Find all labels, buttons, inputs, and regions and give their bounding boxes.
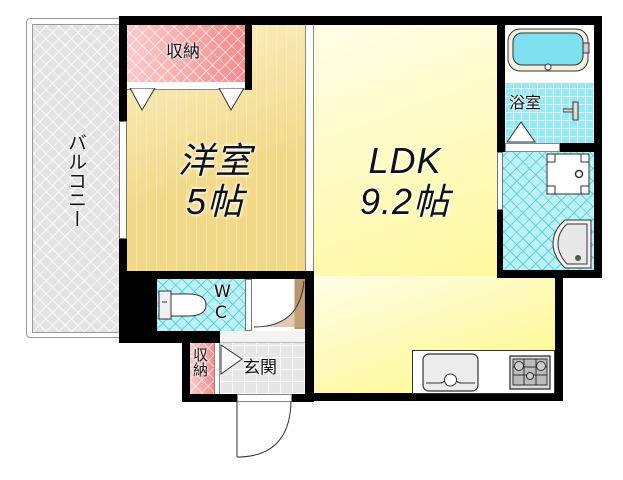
wall-entrance-bottom-right — [292, 394, 314, 402]
entrance-door-swing-icon — [236, 401, 292, 458]
toilet-icon — [158, 290, 207, 320]
wall-left-lower — [119, 239, 127, 271]
sink-icon — [422, 353, 479, 392]
shower-faucet-icon — [563, 101, 579, 121]
window-western — [119, 121, 127, 239]
stove-icon — [509, 355, 551, 390]
storage-wall-right — [245, 25, 252, 90]
wall-kitchen-right — [555, 270, 563, 401]
wall-ldk-left-lower — [305, 271, 314, 401]
washroom-door — [497, 152, 503, 210]
balcony — [32, 24, 124, 333]
wall-bath-left — [497, 16, 505, 152]
entrance-storage-label: 収納 — [191, 347, 209, 377]
wall-entrance-bottom-left — [182, 394, 237, 402]
hall-door-swing-icon — [253, 280, 305, 328]
wall-bottom-ldk — [305, 393, 563, 401]
wall-wash-left-lower — [497, 210, 503, 276]
western-room-name: 洋室 — [177, 140, 252, 181]
entrance — [220, 343, 305, 394]
balcony-label: バルコニー — [65, 133, 87, 228]
bath-door-swing-icon — [507, 121, 536, 143]
toilet-label-w: W — [214, 282, 231, 302]
entrance-step — [220, 331, 305, 343]
storage-door-icon — [129, 88, 245, 112]
washbasin-icon — [552, 219, 592, 269]
bath-door — [505, 143, 560, 152]
washing-machine-pan-icon — [546, 153, 590, 195]
western-room-partition — [305, 25, 314, 271]
western-room-size: 5帖 — [185, 181, 245, 222]
wall-wash-bottom — [497, 270, 602, 278]
wall-toilet-top — [119, 271, 314, 279]
entrance-door-opening — [237, 394, 292, 402]
storage-door-rail — [127, 82, 245, 90]
wall-left-western — [119, 16, 127, 121]
bathroom-label: 浴室 — [509, 93, 542, 112]
entrance-storage-door-icon — [220, 344, 243, 375]
wall-entrance-left — [182, 331, 190, 401]
ldk-size: 9.2帖 — [359, 181, 451, 222]
bathtub-icon — [507, 28, 590, 72]
toilet-door — [245, 279, 252, 331]
entrance-storage-divider — [214, 343, 220, 394]
ldk-name: LDK — [368, 140, 442, 181]
wall-top — [119, 16, 602, 25]
toilet-label-c: C — [215, 303, 227, 323]
western-storage — [127, 25, 247, 82]
wall-bath-bottom — [560, 143, 602, 152]
western-storage-label: 収納 — [166, 42, 200, 62]
entrance-storage — [190, 343, 214, 394]
entrance-label: 玄関 — [243, 358, 277, 378]
